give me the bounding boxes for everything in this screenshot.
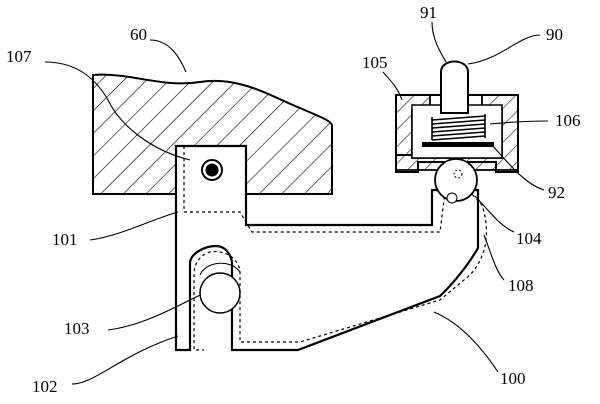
leader-lines xyxy=(44,21,549,385)
label-106: 106 xyxy=(555,111,581,130)
label-104: 104 xyxy=(516,229,542,248)
label-91: 91 xyxy=(420,3,437,22)
housing-cavity xyxy=(411,104,503,159)
roller-104-axle xyxy=(453,169,463,179)
label-103: 103 xyxy=(64,319,90,338)
label-60: 60 xyxy=(130,25,147,44)
plunger-91 xyxy=(440,60,469,114)
roller-103 xyxy=(199,272,241,314)
spring-106 xyxy=(431,114,486,141)
housing-outer-edge xyxy=(395,94,519,173)
label-102: 102 xyxy=(32,377,58,396)
label-107: 107 xyxy=(6,47,32,66)
label-92: 92 xyxy=(548,183,565,202)
pivot-pin-inner xyxy=(205,163,219,177)
plate-92 xyxy=(422,142,494,147)
label-105: 105 xyxy=(362,53,388,72)
lever-108-dashed-outline xyxy=(183,146,488,351)
label-101: 101 xyxy=(52,230,78,249)
lever-101-body xyxy=(174,144,480,352)
label-90: 90 xyxy=(546,25,563,44)
label-108: 108 xyxy=(508,276,534,295)
label-100: 100 xyxy=(500,369,526,388)
roller-104-dashed xyxy=(446,192,458,204)
frame-60-hatched-block xyxy=(92,73,333,195)
roller-103-arc xyxy=(199,262,241,276)
